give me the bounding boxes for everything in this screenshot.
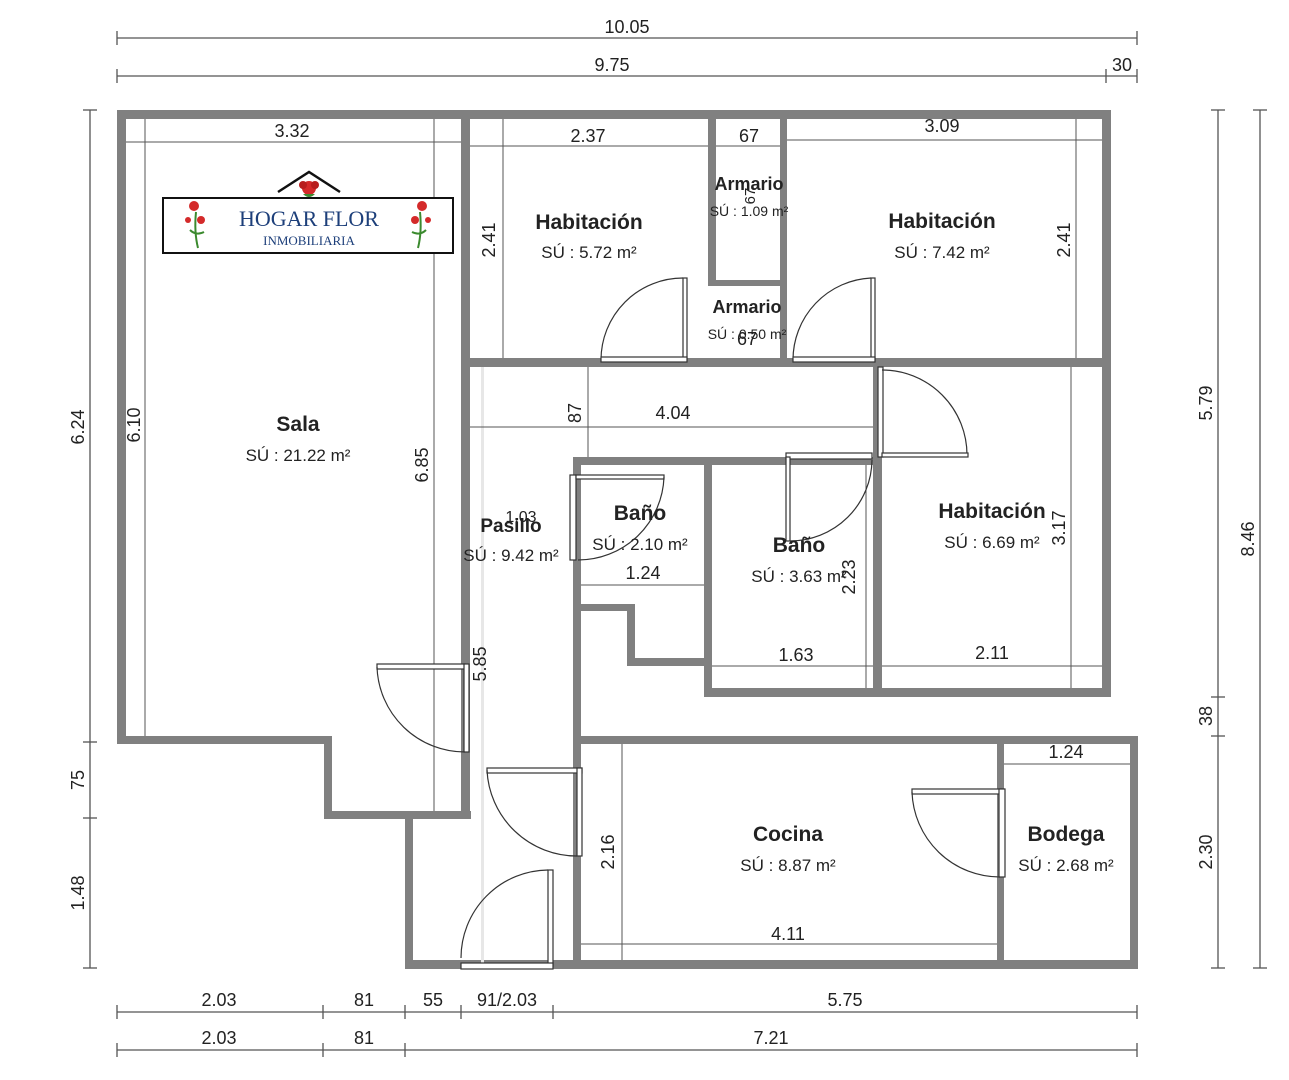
room-name-pasillo: Pasillo [480, 516, 541, 537]
dim-cocina-height: 2.16 [598, 834, 618, 869]
rose-right-icon [411, 201, 431, 249]
room-name-hab2: Habitación [888, 210, 995, 233]
dim-hab2-height: 2.41 [1054, 222, 1074, 257]
room-name-cocina: Cocina [753, 823, 823, 846]
dim-bottom2-c: 7.21 [753, 1028, 788, 1048]
room-name-bodega: Bodega [1027, 823, 1104, 846]
dim-sala-inner-height: 6.10 [124, 407, 144, 442]
top-dimension-lines [116, 31, 1138, 83]
room-area-bodega: SÚ : 2.68 m² [1018, 856, 1114, 875]
dim-hab3-width: 2.11 [975, 643, 1009, 663]
dim-left-mid: 75 [68, 770, 88, 790]
bottom-dimension-lines [116, 1005, 1138, 1057]
dim-hab1-height: 2.41 [479, 222, 499, 257]
room-area-hab2: SÚ : 7.42 m² [894, 243, 990, 262]
room-name-bano1: Baño [614, 502, 667, 525]
dim-bottom2-a: 2.03 [201, 1028, 236, 1048]
dim-armario2-width: 67 [737, 329, 757, 349]
right-dimension-lines [1211, 109, 1267, 969]
dim-bodega-width: 1.24 [1048, 742, 1083, 762]
room-area-bano2: SÚ : 3.63 m² [751, 567, 847, 586]
dim-armario-width-top: 67 [739, 126, 759, 146]
dim-sala-height-right: 6.85 [412, 447, 432, 482]
dim-bottom1-a: 2.03 [201, 990, 236, 1010]
dim-bottom1-c: 55 [423, 990, 443, 1010]
room-area-sala: SÚ : 21.22 m² [246, 446, 351, 465]
dim-top-total: 10.05 [604, 17, 649, 37]
dim-hab1-width: 2.37 [570, 126, 605, 146]
dim-hab3-height: 3.17 [1049, 510, 1069, 545]
dim-bano2-height: 2.23 [839, 559, 859, 594]
left-dimension-lines [83, 109, 97, 969]
room-name-armario1: Armario [714, 174, 783, 194]
room-area-pasillo: SÚ : 9.42 m² [463, 546, 559, 565]
room-name-hab1: Habitación [535, 211, 642, 234]
dim-pasillo-height: 5.85 [470, 646, 490, 681]
interior-dimension-lines [126, 119, 1130, 960]
dim-left-low: 1.48 [68, 875, 88, 910]
dim-top-inner: 9.75 [594, 55, 629, 75]
room-name-hab3: Habitación [938, 500, 1045, 523]
room-area-armario2: SÚ : 0.50 m² [708, 326, 787, 342]
dim-cocina-width: 4.11 [771, 924, 805, 944]
dim-armario1-depth: 67 [742, 188, 759, 205]
dim-bottom2-b: 81 [354, 1028, 374, 1048]
dim-left-total: 6.24 [68, 409, 88, 444]
room-area-cocina: SÚ : 8.87 m² [740, 856, 836, 875]
dim-right-mid: 38 [1196, 706, 1216, 726]
room-name-sala: Sala [276, 413, 320, 436]
doors [376, 277, 1006, 970]
dim-hab2-width: 3.09 [924, 116, 959, 136]
house-roof-icon [277, 170, 341, 194]
dim-bano1-width: 1.24 [625, 563, 660, 583]
dim-pasillo-small: 1.03 [505, 509, 536, 526]
logo: HOGAR FLOR INMOBILIARIA [162, 170, 454, 254]
room-area-hab3: SÚ : 6.69 m² [944, 533, 1040, 552]
rose-left-icon [185, 201, 205, 249]
room-area-armario1: SÚ : 1.09 m² [710, 203, 789, 219]
logo-subtitle: INMOBILIARIA [263, 233, 355, 248]
dim-right-upper: 5.79 [1196, 385, 1216, 420]
dim-top-extra: 30 [1112, 55, 1132, 75]
logo-frame [162, 197, 454, 254]
rose-icon [299, 181, 319, 197]
room-area-bano1: SÚ : 2.10 m² [592, 535, 688, 554]
dim-bottom1-e: 5.75 [827, 990, 862, 1010]
dim-pasillo-depth: 87 [565, 403, 585, 423]
walls [117, 110, 1138, 969]
dim-right-total: 8.46 [1238, 521, 1258, 556]
dim-right-low: 2.30 [1196, 834, 1216, 869]
logo-name: HOGAR FLOR [239, 206, 379, 231]
dim-sala-width: 3.32 [274, 121, 309, 141]
room-area-hab1: SÚ : 5.72 m² [541, 243, 637, 262]
dim-bottom1-d: 91/2.03 [477, 990, 537, 1010]
room-name-bano2: Baño [773, 534, 826, 557]
dim-pasillo-length: 4.04 [655, 403, 690, 423]
dim-bottom1-b: 81 [354, 990, 374, 1010]
dim-bano2-width: 1.63 [778, 645, 813, 665]
room-name-armario2: Armario [712, 297, 781, 317]
